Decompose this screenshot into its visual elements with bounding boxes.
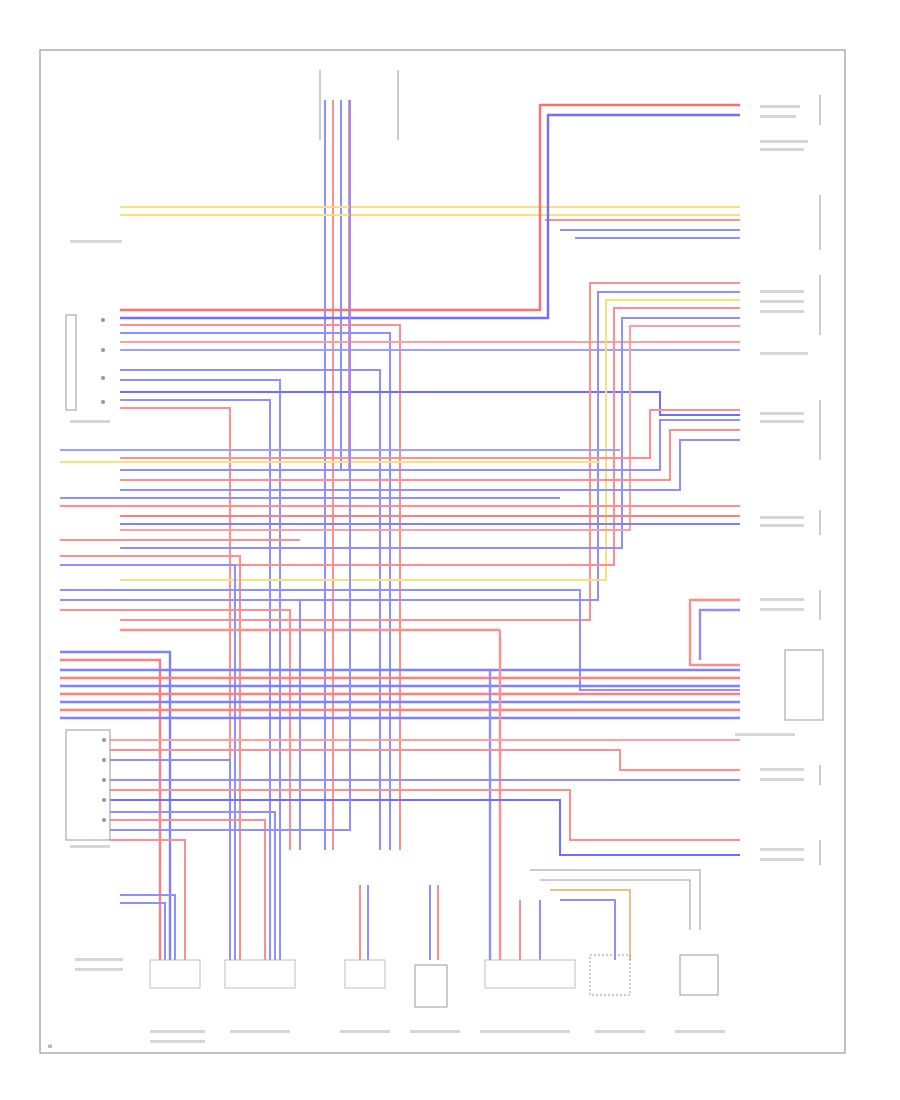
label-strip bbox=[760, 115, 796, 118]
lower-horizontal-bus bbox=[60, 598, 740, 960]
component-5 bbox=[484, 959, 576, 989]
label-strip bbox=[760, 300, 804, 303]
bottom-connector-7 bbox=[589, 954, 631, 996]
pin-dot bbox=[101, 348, 105, 352]
pin-dot bbox=[102, 778, 106, 782]
footer-id: W bbox=[48, 1044, 52, 1049]
label-strip bbox=[760, 768, 804, 771]
pin-dot bbox=[102, 798, 106, 802]
annotation-strips bbox=[70, 105, 808, 1043]
label-strip bbox=[675, 1030, 725, 1033]
label-strip bbox=[150, 1030, 205, 1033]
top-right-pair bbox=[120, 103, 740, 320]
label-strip bbox=[340, 1030, 390, 1033]
label-strip bbox=[480, 1030, 570, 1033]
label-strip bbox=[760, 420, 804, 423]
component-footprints bbox=[149, 959, 576, 989]
label-strip bbox=[75, 958, 123, 961]
pin-dot bbox=[101, 318, 105, 322]
label-strip bbox=[595, 1030, 645, 1033]
label-strip bbox=[760, 516, 804, 519]
bottom-drops bbox=[120, 869, 701, 960]
bottom-connector-4 bbox=[414, 964, 448, 1008]
top-vertical-bundle bbox=[324, 100, 350, 850]
label-strip bbox=[735, 733, 795, 736]
yellow-feed bbox=[120, 206, 740, 239]
connector-blocks bbox=[65, 314, 824, 1008]
left-connector-upper bbox=[65, 314, 77, 411]
pin-dot bbox=[101, 400, 105, 404]
upper-left-harness bbox=[120, 324, 740, 960]
label-strip bbox=[760, 412, 804, 415]
right-branches bbox=[120, 282, 740, 621]
pin-dot bbox=[102, 758, 106, 762]
label-strip bbox=[230, 1030, 290, 1033]
label-strip bbox=[760, 524, 804, 527]
pin-markers bbox=[101, 318, 106, 822]
label-strip bbox=[70, 240, 122, 243]
label-strip bbox=[760, 848, 804, 851]
lower-left-harness bbox=[110, 100, 740, 960]
component-1 bbox=[149, 959, 201, 989]
label-strip bbox=[760, 140, 808, 143]
label-strip bbox=[760, 148, 804, 151]
label-strip bbox=[75, 968, 123, 971]
middle-left-harness bbox=[60, 449, 740, 960]
label-strip bbox=[150, 1040, 205, 1043]
right-connector-module bbox=[784, 649, 824, 721]
label-strip bbox=[760, 598, 804, 601]
bottom-connector-8 bbox=[679, 954, 719, 996]
pin-dot bbox=[102, 738, 106, 742]
label-strip bbox=[760, 858, 804, 861]
label-strip bbox=[70, 845, 110, 848]
terminal-brackets bbox=[319, 70, 821, 865]
pin-dot bbox=[101, 376, 105, 380]
label-strip bbox=[760, 290, 804, 293]
pin-dot bbox=[102, 818, 106, 822]
label-strip bbox=[410, 1030, 460, 1033]
wire-layer bbox=[60, 100, 740, 960]
sheet-frame bbox=[39, 49, 846, 1054]
label-strip bbox=[760, 608, 804, 611]
left-connector-lower bbox=[65, 729, 111, 841]
label-strip bbox=[70, 420, 110, 423]
label-strip bbox=[760, 310, 804, 313]
label-strip bbox=[760, 105, 800, 108]
label-strip bbox=[760, 352, 808, 355]
component-2 bbox=[224, 959, 296, 989]
component-3 bbox=[344, 959, 386, 989]
label-strip bbox=[760, 778, 804, 781]
